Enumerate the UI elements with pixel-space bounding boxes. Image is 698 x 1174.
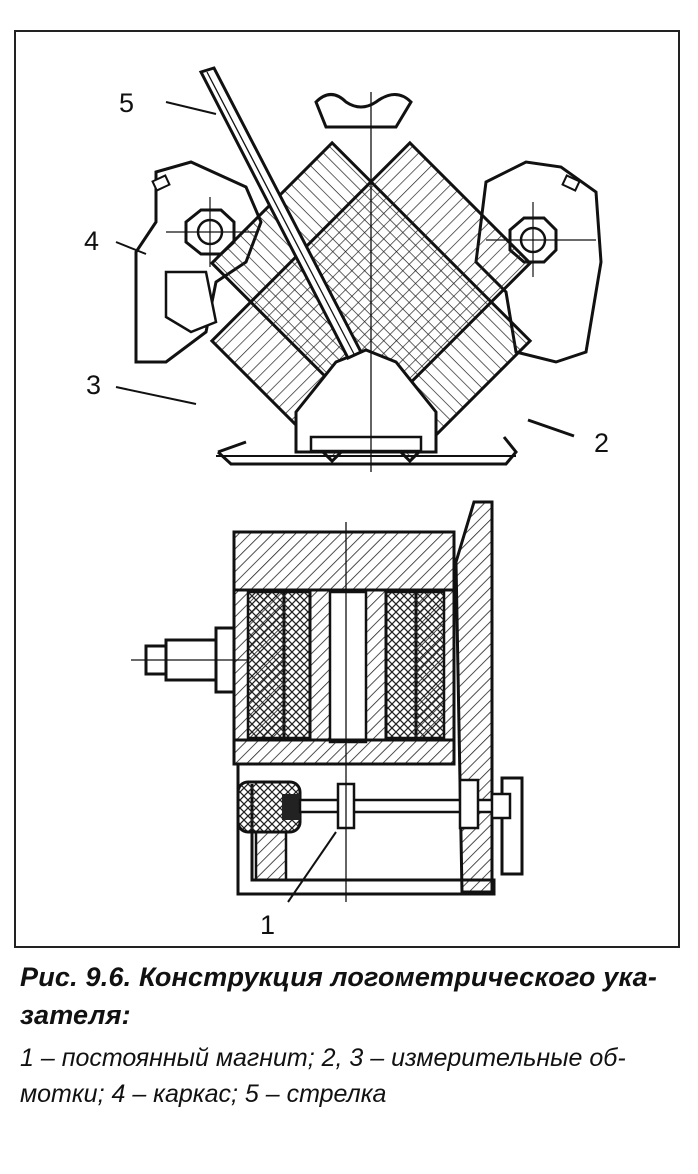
coil-section-left [246, 590, 312, 740]
side-section: 1 [131, 500, 524, 940]
caption-legend: 1 – постоянный магнит; 2, 3 – измеритель… [20, 1040, 684, 1112]
figure-caption: Рис. 9.6. Конструкция логометрического у… [20, 958, 684, 1112]
label-pointer: 5 [119, 88, 134, 118]
label-magnet: 1 [260, 910, 275, 940]
frame-left [134, 160, 263, 364]
label-winding-right: 2 [594, 428, 609, 458]
frame-right [474, 160, 603, 364]
caption-legend-line2: мотки; 4 – каркас; 5 – стрелка [20, 1080, 387, 1108]
top-view: 5 4 3 2 [84, 66, 609, 472]
pointer [198, 66, 364, 360]
permanent-magnet [236, 780, 302, 882]
caption-legend-line1: 1 – постоянный магнит; 2, 3 – измеритель… [20, 1044, 626, 1072]
dial-plate [454, 500, 494, 894]
ratiometer-diagram: 5 4 3 2 [84, 66, 609, 940]
coil-section-right [384, 590, 446, 740]
label-winding-left: 3 [86, 370, 101, 400]
label-frame: 4 [84, 226, 99, 256]
caption-title: Рис. 9.6. Конструкция логометрического у… [20, 958, 684, 1034]
figure-frame: 5 4 3 2 [14, 30, 680, 948]
terminal-stud [131, 626, 248, 694]
caption-title-line1: Рис. 9.6. Конструкция логометрического у… [20, 962, 658, 992]
caption-title-line2: зателя: [20, 1000, 131, 1030]
